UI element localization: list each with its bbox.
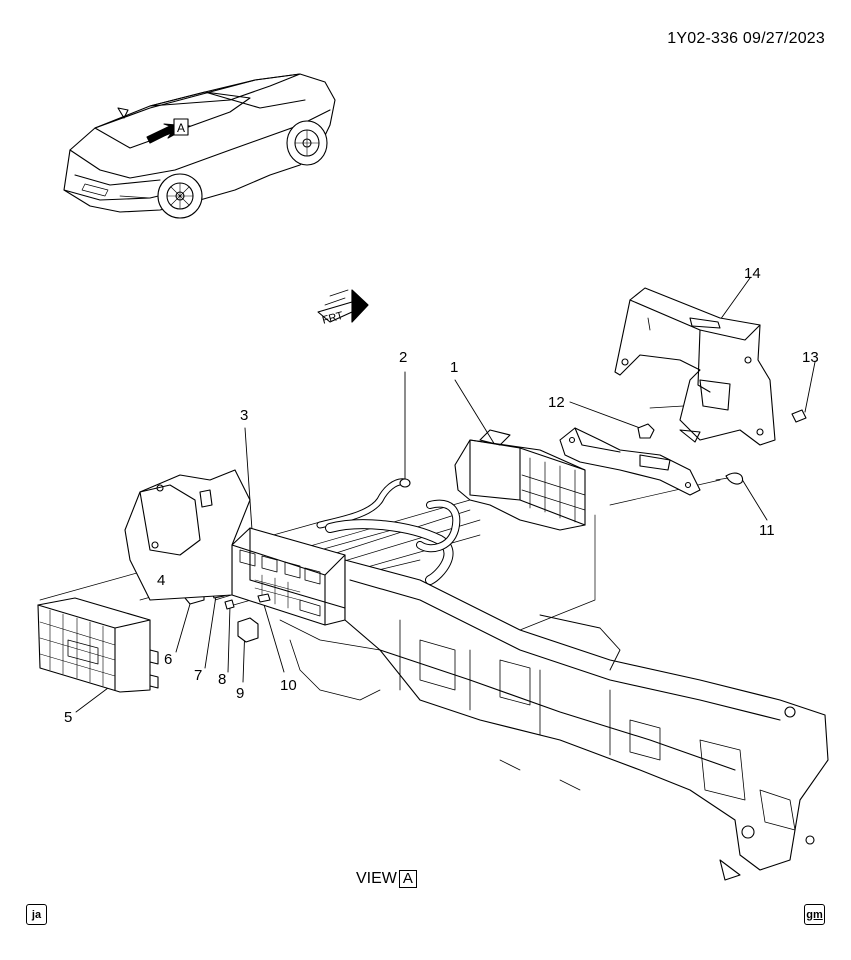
callout-9: 9 [236,685,244,702]
language-code-text: ja [31,908,42,921]
view-label: VIEW A [356,870,417,888]
language-code-icon: ja [26,904,47,925]
callout-12: 12 [548,394,565,411]
callout-5: 5 [64,709,72,726]
gm-logo-text: gm [806,908,823,921]
vehicle-overview-illustration [63,73,336,219]
front-direction-arrow-icon [317,289,369,323]
callout-2: 2 [399,349,407,366]
vehicle-view-marker-box [173,118,189,136]
fuse-block-housing-part-1 [454,429,586,531]
view-letter-box: A [398,870,417,888]
document-id-date: 1Y02-336 09/27/2023 [667,30,825,47]
callout-8: 8 [218,671,226,688]
view-label-text: VIEW [356,870,397,887]
callout-13: 13 [802,349,819,366]
fuse-block-cover-part-5 [37,597,159,693]
callout-4: 4 [157,572,165,589]
callout-14: 14 [744,265,761,282]
cross-car-beam-structure [124,469,829,881]
callout-7: 7 [194,667,202,684]
bracket-part-14 [614,287,776,446]
callout-1: 1 [450,359,458,376]
callout-11: 11 [759,522,775,539]
junction-block-part-3 [231,527,346,626]
frt-label: FRT [321,310,345,327]
callout-6: 6 [164,651,172,668]
vehicle-view-letter: A [177,121,185,135]
lower-mounting-bracket [559,427,701,496]
callout-10: 10 [280,677,297,694]
wiring-harness-part-2 [316,478,461,585]
callout-3: 3 [240,407,248,424]
gm-logo-icon: gm [804,904,825,925]
